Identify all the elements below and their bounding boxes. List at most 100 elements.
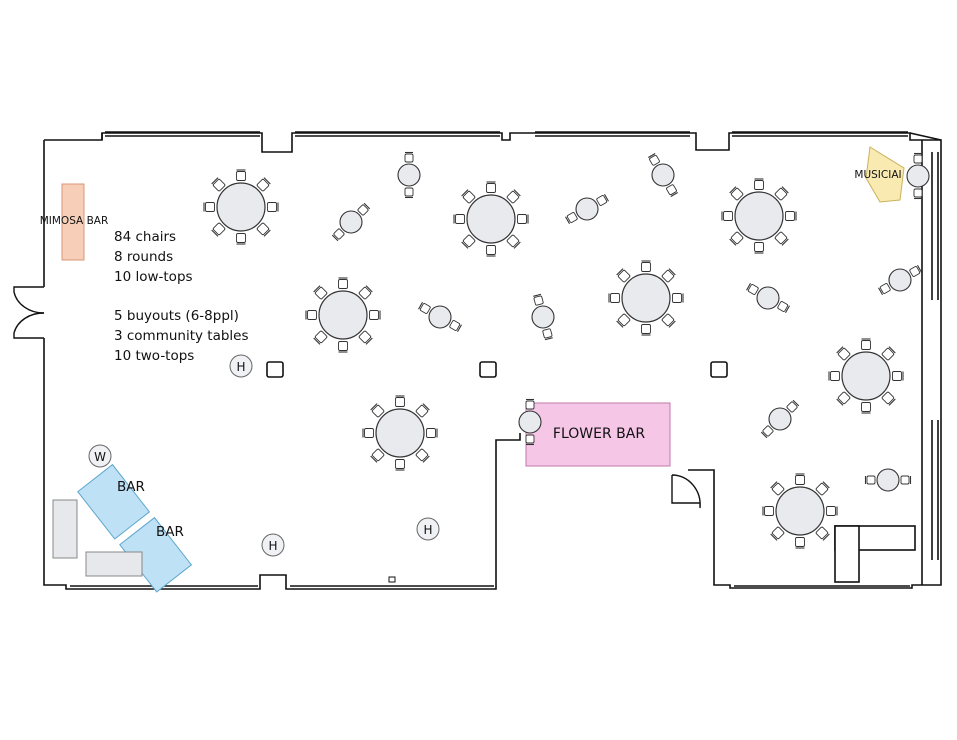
two-top-table[interactable] [878,265,922,295]
chair [878,283,891,295]
chair [313,330,328,345]
heater-label: H [423,523,432,537]
musician-area[interactable] [865,146,905,203]
round-table[interactable] [453,181,529,257]
two-top-table[interactable] [906,152,930,200]
two-top-table[interactable] [418,302,462,332]
round-table-top [466,194,516,244]
heater: H [229,354,253,378]
chair [815,481,830,496]
chair [256,222,271,237]
column [479,361,497,378]
chair [395,459,405,471]
chair [864,475,876,485]
summary-low-tops: 10 low-tops [114,268,193,285]
chair [404,151,414,163]
two-top-table[interactable] [648,153,678,197]
walls [43,131,942,590]
chair [305,310,317,320]
chair [836,391,851,406]
round-table[interactable] [608,260,684,336]
two-top-table-top [518,410,542,434]
chair [900,475,912,485]
chair [661,313,676,328]
chair [913,152,923,164]
two-top-table-top [428,305,452,329]
round-table-top [621,273,671,323]
chair [596,194,609,206]
two-top-table[interactable] [531,293,555,341]
two-top-table-top [651,163,675,187]
round-table[interactable] [828,338,904,414]
entry-doors [13,286,45,339]
two-top-table[interactable] [331,202,371,242]
chair [370,403,385,418]
chair [331,228,345,242]
chair [648,153,660,166]
floor-outlet [388,576,396,583]
heater-label: H [268,539,277,553]
chair [729,186,744,201]
chair [338,277,348,289]
chair [313,285,328,300]
chair [762,506,774,516]
two-top-table-top [397,163,421,187]
chair [358,285,373,300]
round-table-top [375,408,425,458]
round-table[interactable] [305,277,381,353]
two-top-table[interactable] [565,194,609,224]
two-top-table[interactable] [746,283,790,313]
chair [892,371,904,381]
chair [608,293,620,303]
chair [517,214,529,224]
chair [721,211,733,221]
summary-community: 3 community tables [114,327,249,344]
two-top-table[interactable] [864,468,912,492]
two-top-table-top [906,164,930,188]
round-table[interactable] [762,473,838,549]
tables [203,151,930,549]
chair [426,428,438,438]
chair [461,189,476,204]
two-top-table[interactable] [760,399,800,439]
chair [461,234,476,249]
round-table[interactable] [362,395,438,471]
chair [418,302,431,314]
chair [881,346,896,361]
chair [616,313,631,328]
bar-counter-1[interactable] [77,463,151,540]
chair [760,425,774,439]
heater-label: H [236,360,245,374]
flower-bar-label: FLOWER BAR [553,426,645,442]
chair [338,341,348,353]
chair [795,537,805,549]
chair [357,202,371,216]
chair [754,242,764,254]
chair [525,398,535,410]
chair [358,330,373,345]
chair [415,403,430,418]
chair [256,177,271,192]
two-top-table[interactable] [397,151,421,199]
chair [786,399,800,413]
round-table[interactable] [203,169,279,245]
mimosa-bar[interactable] [61,183,85,261]
chair [729,231,744,246]
chair [661,268,676,283]
two-top-table-top [575,197,599,221]
chair [211,177,226,192]
heater: H [416,517,440,541]
two-top-table[interactable] [518,398,542,446]
summary-chairs: 84 chairs [114,229,177,245]
side-door [671,474,701,509]
round-table[interactable] [721,178,797,254]
chair [236,233,246,245]
chair [754,178,764,190]
chair [836,346,851,361]
chair [449,320,462,332]
chair [565,212,578,224]
chair [909,265,922,277]
water-station: W [88,444,112,468]
flower-bar[interactable] [525,402,671,467]
